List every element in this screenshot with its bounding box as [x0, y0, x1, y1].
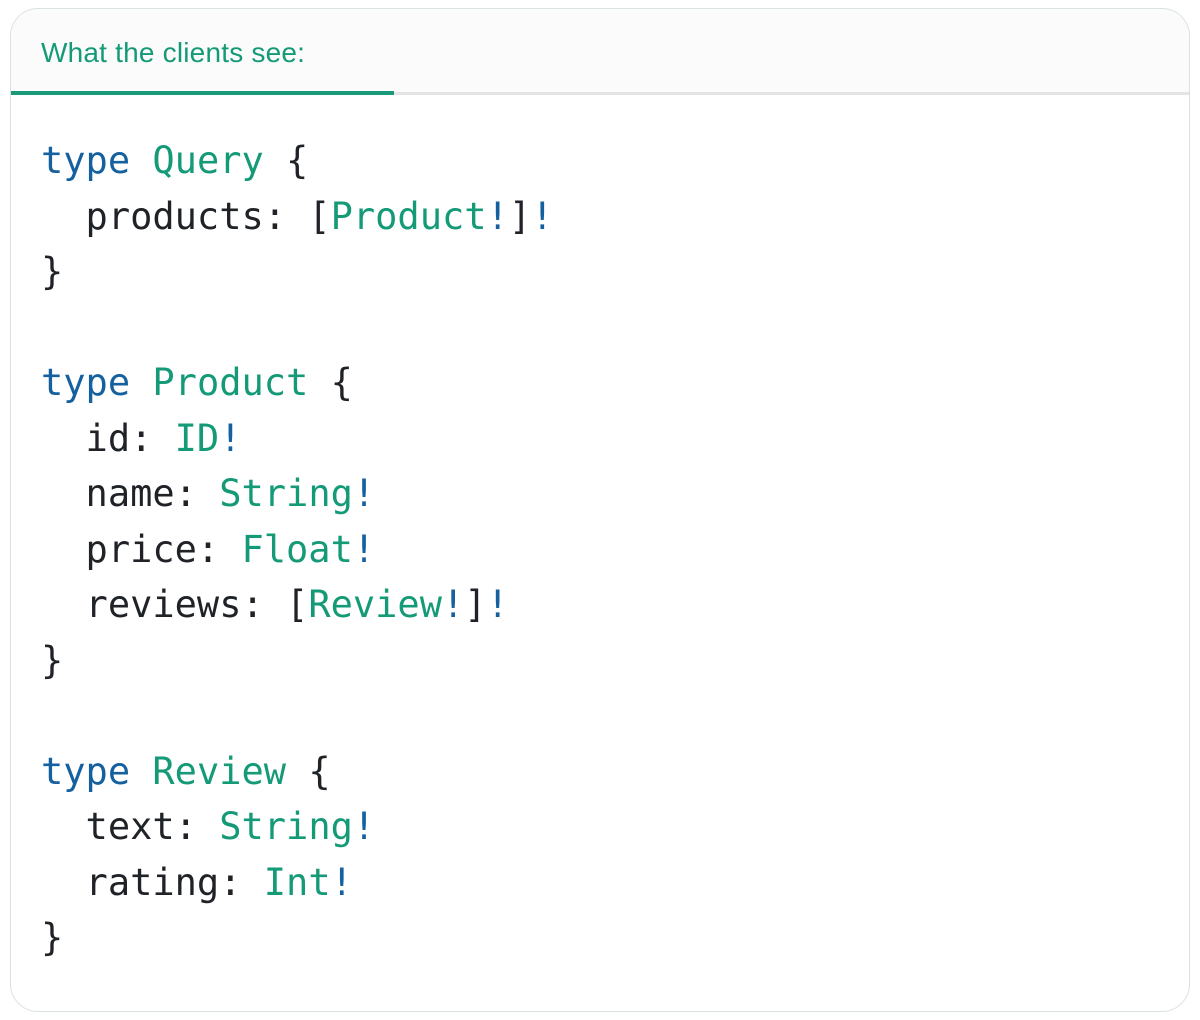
code-token: name: — [41, 472, 220, 515]
code-token: Int — [263, 860, 331, 904]
code-token: ! — [486, 194, 509, 238]
code-token: Review — [152, 749, 287, 793]
code-token: type — [41, 139, 131, 182]
tab-what-clients-see[interactable]: What the clients see: — [41, 37, 306, 68]
code-token: ] — [508, 194, 532, 238]
code-token: rating: — [41, 860, 264, 904]
code-token: Review — [308, 583, 442, 626]
code-area: type Query { products: [Product!]!} type… — [11, 95, 1189, 1006]
code-token: ! — [486, 583, 509, 626]
code-block: type Query { products: [Product!]!} type… — [41, 133, 1159, 966]
code-token: String — [219, 472, 353, 515]
code-line: reviews: [Review!]! — [41, 577, 1159, 633]
code-token: } — [41, 638, 64, 682]
code-line: type Review { — [41, 744, 1159, 800]
code-token: products: [ — [41, 194, 331, 238]
code-token: String — [219, 805, 353, 848]
code-line: id: ID! — [41, 411, 1159, 467]
code-token: { — [308, 361, 353, 404]
code-token: Float — [241, 527, 353, 571]
active-tab-indicator — [11, 91, 394, 95]
code-token: ! — [219, 416, 242, 460]
code-token: ! — [330, 860, 353, 904]
code-token: type — [41, 361, 131, 404]
code-token: { — [286, 749, 331, 793]
code-token: ! — [352, 472, 376, 515]
code-token: } — [41, 250, 64, 293]
code-token: ! — [441, 583, 465, 626]
code-card-header: What the clients see: — [11, 9, 1189, 95]
code-token: reviews: [ — [41, 583, 309, 626]
code-token: Product — [152, 361, 309, 404]
code-token: text: — [41, 805, 220, 848]
code-token: price: — [41, 527, 242, 571]
code-line: } — [41, 244, 1159, 300]
code-line — [41, 688, 1159, 744]
code-token — [130, 750, 152, 793]
code-token: ! — [352, 527, 376, 571]
code-line: type Product { — [41, 355, 1159, 411]
code-line: type Query { — [41, 133, 1159, 189]
code-token: ] — [464, 583, 487, 626]
code-line: price: Float! — [41, 522, 1159, 578]
code-line: name: String! — [41, 466, 1159, 522]
code-token: Query — [152, 139, 264, 182]
code-token — [130, 361, 152, 404]
code-token: Product — [330, 194, 487, 238]
code-token: ! — [531, 194, 554, 238]
code-line: text: String! — [41, 799, 1159, 855]
code-token: ID — [174, 416, 220, 460]
code-line: } — [41, 910, 1159, 966]
code-line — [41, 300, 1159, 356]
code-token — [130, 139, 152, 182]
code-card: What the clients see: type Query { produ… — [10, 8, 1190, 1012]
code-token: ! — [352, 805, 376, 848]
code-token: type — [41, 749, 131, 793]
code-line: products: [Product!]! — [41, 189, 1159, 245]
code-token: } — [41, 916, 64, 959]
code-token: id: — [41, 416, 175, 460]
code-line: rating: Int! — [41, 855, 1159, 911]
code-token: { — [263, 139, 309, 182]
code-line: } — [41, 633, 1159, 689]
